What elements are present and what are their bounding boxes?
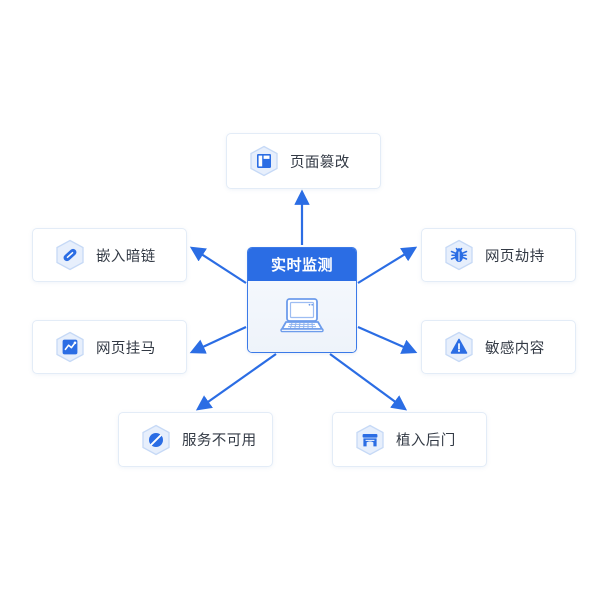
node-webpage-hijacking[interactable]: 网页劫持 (421, 228, 576, 282)
node-label: 网页劫持 (485, 248, 545, 265)
edge-to-left-down (189, 326, 247, 354)
warning-triangle-icon (444, 331, 474, 363)
edge-to-right-up (357, 246, 418, 284)
node-embedded-dark-link[interactable]: 嵌入暗链 (32, 228, 187, 282)
edge-to-left-up (189, 246, 247, 284)
hub-illustration (248, 281, 356, 352)
node-label: 植入后门 (396, 433, 456, 449)
node-label: 网页挂马 (96, 340, 156, 357)
node-sensitive-content[interactable]: 敏感内容 (421, 320, 576, 374)
page-layout-icon (249, 145, 279, 177)
no-entry-icon (141, 424, 171, 456)
node-service-unavailable[interactable]: 服务不可用 (118, 412, 273, 467)
gate-backdoor-icon (355, 424, 385, 456)
hub-title: 实时监测 (248, 248, 356, 281)
link-icon (55, 239, 85, 271)
edge-to-bot-left (195, 353, 277, 411)
node-implanted-backdoor[interactable]: 植入后门 (332, 412, 487, 467)
bug-icon (444, 239, 474, 271)
trend-chart-icon (55, 331, 85, 363)
node-webpage-trojan[interactable]: 网页挂马 (32, 320, 187, 374)
node-label: 服务不可用 (182, 433, 257, 449)
edge-to-bot-right (329, 353, 408, 411)
node-label: 页面篡改 (290, 154, 350, 171)
edge-to-right-down (357, 325, 418, 354)
node-label: 嵌入暗链 (96, 248, 156, 265)
hub-card[interactable]: 实时监测 (247, 247, 357, 353)
laptop-icon (278, 295, 326, 340)
node-page-tampering[interactable]: 页面篡改 (226, 133, 381, 189)
node-label: 敏感内容 (485, 340, 545, 357)
